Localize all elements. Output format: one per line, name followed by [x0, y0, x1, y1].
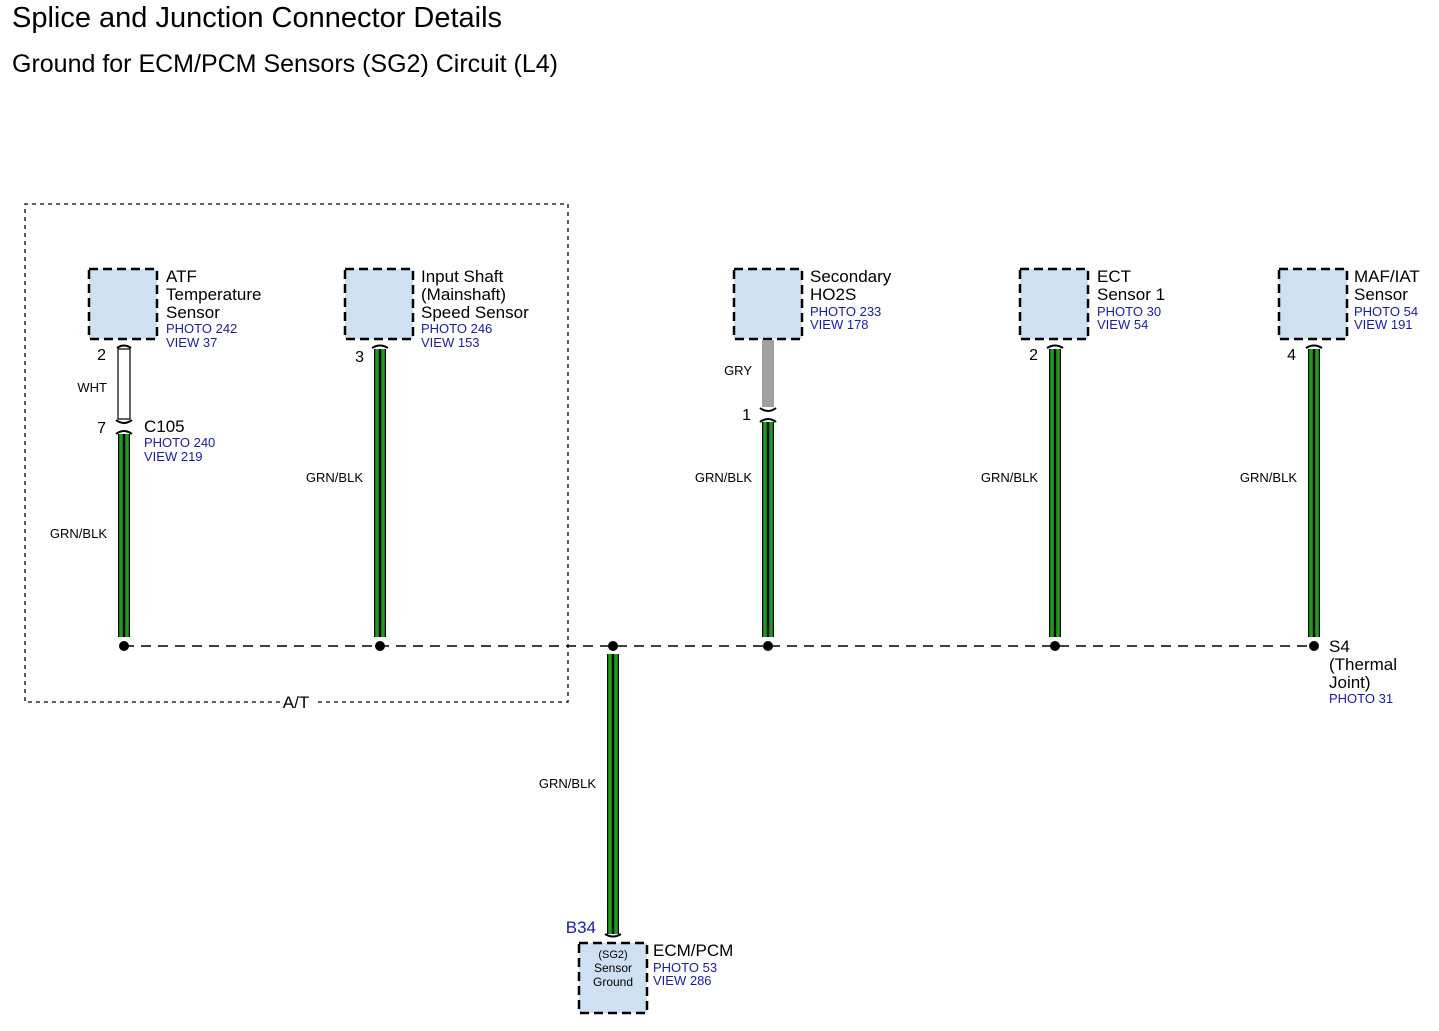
atf-view-link[interactable]: VIEW 37 — [166, 335, 217, 350]
s4-photo-link[interactable]: PHOTO 31 — [1329, 691, 1393, 706]
ho2s-splice-node — [763, 641, 773, 651]
ecm-pcm: GRN/BLK B34 (SG2) Sensor Ground ECM/PCM … — [539, 641, 733, 1015]
maf-name-1: MAF/IAT — [1354, 267, 1420, 286]
ect-name-1: ECT — [1097, 267, 1131, 286]
secondary-ho2s: Secondary HO2S PHOTO 233 VIEW 178 GRY 1 … — [695, 267, 892, 651]
atf-name-3: Sensor — [166, 303, 220, 322]
maf-wire-color: GRN/BLK — [1240, 470, 1297, 485]
ect-photo-link[interactable]: PHOTO 30 — [1097, 304, 1161, 319]
ect-connector[interactable] — [1018, 267, 1090, 341]
maf-connector[interactable] — [1277, 267, 1349, 341]
s4-splice: S4 (Thermal Joint) PHOTO 31 — [1329, 637, 1397, 706]
input-shaft-photo-link[interactable]: PHOTO 246 — [421, 321, 492, 336]
atf-connector[interactable] — [87, 267, 159, 341]
ecm-photo-link[interactable]: PHOTO 53 — [653, 960, 717, 975]
maf-splice-node — [1309, 641, 1319, 651]
maf-view-link[interactable]: VIEW 191 — [1354, 317, 1413, 332]
ecm-pin-label-2: Sensor — [594, 961, 632, 975]
ecm-connector[interactable] — [577, 941, 649, 1015]
ho2s-upper-wire-color: GRY — [724, 363, 752, 378]
maf-photo-link[interactable]: PHOTO 54 — [1354, 304, 1418, 319]
c105-wire-color: GRN/BLK — [50, 526, 107, 541]
c105-junction-lower — [115, 430, 133, 435]
input-shaft-view-link[interactable]: VIEW 153 — [421, 335, 480, 350]
input-shaft-name-2: (Mainshaft) — [421, 285, 506, 304]
input-shaft-connector[interactable] — [343, 267, 415, 341]
s4-name-1: S4 — [1329, 637, 1350, 656]
s4-name-2: (Thermal — [1329, 655, 1397, 674]
ho2s-pin-number: 1 — [742, 407, 751, 424]
gry-wire — [762, 340, 774, 407]
at-enclosure: A/T — [24, 203, 569, 712]
page-subtitle: Ground for ECM/PCM Sensors (SG2) Circuit… — [12, 50, 558, 78]
ecm-wire-color: GRN/BLK — [539, 776, 596, 791]
c105-pin-number: 7 — [97, 420, 106, 437]
s4-name-3: Joint) — [1329, 673, 1371, 692]
ecm-pin-label-3: Ground — [593, 975, 633, 989]
input-shaft-speed-sensor: Input Shaft (Mainshaft) Speed Sensor PHO… — [306, 267, 529, 651]
page-title: Splice and Junction Connector Details — [12, 2, 503, 34]
ect-view-link[interactable]: VIEW 54 — [1097, 317, 1148, 332]
ho2s-junction-lower — [759, 418, 777, 423]
c105-view-link[interactable]: VIEW 219 — [144, 449, 203, 464]
atf-temperature-sensor: ATF Temperature Sensor PHOTO 242 VIEW 37… — [50, 267, 261, 651]
atf-name-1: ATF — [166, 267, 197, 286]
ect-sensor-1: ECT Sensor 1 PHOTO 30 VIEW 54 2 GRN/BLK — [981, 267, 1165, 651]
maf-pin-number: 4 — [1287, 347, 1296, 364]
c105-junction-upper — [115, 419, 133, 424]
input-shaft-wire-color: GRN/BLK — [306, 470, 363, 485]
ho2s-connector[interactable] — [732, 267, 804, 341]
ect-grn-blk-wire — [1049, 349, 1061, 637]
ecm-view-link[interactable]: VIEW 286 — [653, 973, 712, 988]
c105-name: C105 — [144, 417, 185, 436]
input-shaft-name-3: Speed Sensor — [421, 303, 529, 322]
atf-photo-link[interactable]: PHOTO 242 — [166, 321, 237, 336]
wht-wire — [117, 348, 131, 420]
ho2s-name-1: Secondary — [810, 267, 892, 286]
ecm-pin-number: B34 — [566, 918, 596, 937]
ect-splice-node — [1050, 641, 1060, 651]
atf-pin-number: 2 — [97, 347, 106, 364]
atf-name-2: Temperature — [166, 285, 261, 304]
maf-iat-sensor: MAF/IAT Sensor PHOTO 54 VIEW 191 4 GRN/B… — [1240, 267, 1420, 651]
ect-name-2: Sensor 1 — [1097, 285, 1165, 304]
ho2s-name-2: HO2S — [810, 285, 856, 304]
ho2s-junction-upper — [759, 407, 777, 412]
ecm-grn-blk-wire — [607, 654, 619, 934]
ho2s-wire-color: GRN/BLK — [695, 470, 752, 485]
ho2s-photo-link[interactable]: PHOTO 233 — [810, 304, 881, 319]
ho2s-grn-blk-wire — [762, 422, 774, 637]
c105-grn-blk-wire — [118, 434, 130, 637]
input-shaft-pin-number: 3 — [355, 349, 364, 366]
maf-name-2: Sensor — [1354, 285, 1408, 304]
input-shaft-name-1: Input Shaft — [421, 267, 504, 286]
ho2s-view-link[interactable]: VIEW 178 — [810, 317, 869, 332]
ecm-splice-node — [608, 641, 618, 651]
ect-wire-color: GRN/BLK — [981, 470, 1038, 485]
atf-splice-node — [119, 641, 129, 651]
ecm-pin-label-1: (SG2) — [598, 949, 627, 961]
input-shaft-grn-blk-wire — [374, 349, 386, 637]
input-shaft-splice-node — [375, 641, 385, 651]
ecm-name: ECM/PCM — [653, 941, 733, 960]
atf-wire-color: WHT — [77, 380, 107, 395]
ect-pin-number: 2 — [1029, 347, 1038, 364]
c105-photo-link[interactable]: PHOTO 240 — [144, 435, 215, 450]
at-label: A/T — [283, 693, 309, 712]
maf-grn-blk-wire — [1308, 349, 1320, 637]
